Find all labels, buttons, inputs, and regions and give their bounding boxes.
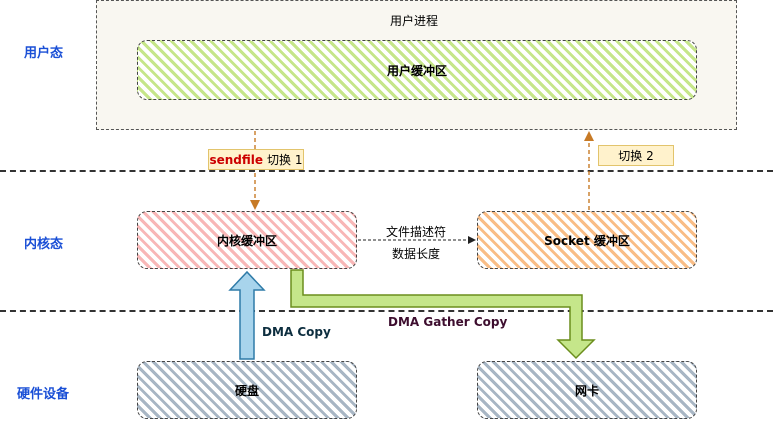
descriptor-line1: 文件描述符 xyxy=(386,225,447,239)
nic-label: 网卡 xyxy=(574,383,599,398)
switch1-arrow xyxy=(250,131,260,210)
switch2-arrow xyxy=(584,131,594,210)
layer-label-kernel: 内核态 xyxy=(24,237,64,252)
sendfile-keyword: sendfile xyxy=(209,152,264,167)
dma-copy-arrow xyxy=(228,270,266,360)
dma-copy-label: DMA Copy xyxy=(262,325,331,339)
switch1-label: 切换 1 xyxy=(267,153,303,167)
user-buffer: 用户缓冲区 xyxy=(137,40,697,100)
layer-label-user: 用户态 xyxy=(24,46,64,61)
switch2-label: 切换 2 xyxy=(618,149,654,163)
divider-user-kernel xyxy=(0,170,773,172)
nic-box: 网卡 xyxy=(477,361,697,419)
descriptor-arrow xyxy=(358,236,476,244)
disk-label: 硬盘 xyxy=(234,383,259,398)
dma-gather-copy-label: DMA Gather Copy xyxy=(388,315,508,329)
kernel-buffer: 内核缓冲区 xyxy=(137,211,357,269)
socket-buffer: Socket 缓冲区 xyxy=(477,211,697,269)
switch2-note: 切换 2 xyxy=(598,145,674,166)
descriptor-line2: 数据长度 xyxy=(392,247,441,261)
dma-gather-arrow xyxy=(290,269,596,360)
disk-box: 硬盘 xyxy=(137,361,357,419)
user-process-title: 用户进程 xyxy=(390,14,439,28)
layer-label-hardware: 硬件设备 xyxy=(17,387,70,402)
user-buffer-label: 用户缓冲区 xyxy=(386,63,447,78)
divider-kernel-hardware xyxy=(0,310,773,312)
switch1-note: sendfile 切换 1 xyxy=(208,149,304,170)
socket-buffer-label: Socket 缓冲区 xyxy=(544,233,630,248)
kernel-buffer-label: 内核缓冲区 xyxy=(216,233,277,248)
